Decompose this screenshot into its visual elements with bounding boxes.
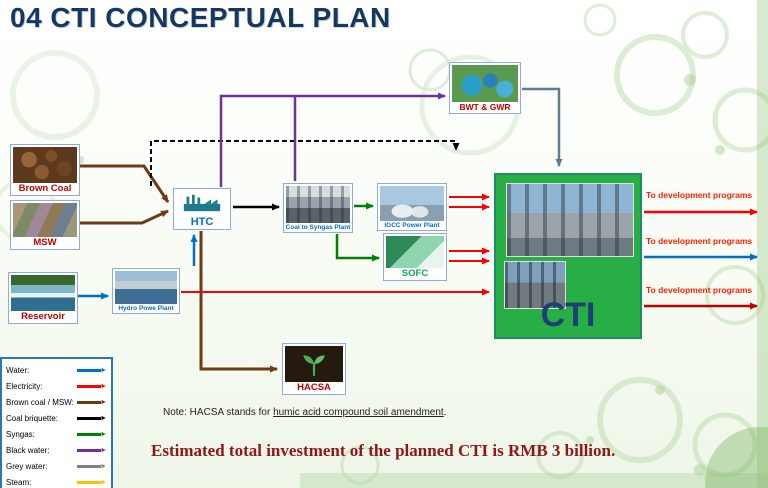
- arrow-syngas-to-sofc: [335, 234, 380, 262]
- arrowhead-icon: ►: [100, 431, 107, 438]
- node-label: BWT & GWR: [450, 101, 520, 113]
- legend-line: [77, 449, 102, 452]
- note-underlined: humic acid compound soil amendment: [273, 407, 444, 418]
- arrow-msw-to-htc: [80, 209, 169, 225]
- node-label: HACSA: [283, 381, 345, 394]
- node-label: Reservoir: [9, 310, 77, 323]
- legend-item-brown-coal-msw: Brown coal / MSW: ►: [6, 398, 107, 407]
- legend-item-grey-water: Grey water: ►: [6, 462, 107, 471]
- cti-label: CTI: [540, 296, 596, 334]
- arrow-bwt-to-cti-greywater: [522, 87, 563, 167]
- legend-item-coal-briquette: Coal briquette: ►: [6, 414, 107, 423]
- legend-line: [77, 369, 102, 372]
- note-suffix: .: [443, 407, 447, 418]
- node-label: MSW: [11, 236, 79, 249]
- output-label-2: To development programs: [646, 236, 753, 246]
- cti-plant-image: [506, 183, 634, 257]
- arrow-htc-to-hacsa: [199, 231, 278, 373]
- node-hydro-power-plant: Hydro Powe Plant: [112, 268, 180, 314]
- arrowhead-icon: ►: [100, 463, 107, 470]
- node-bwt-gwr: BWT & GWR: [449, 62, 521, 114]
- arrowhead-icon: ►: [100, 415, 107, 422]
- node-label: Brown Coal: [11, 182, 79, 195]
- node-label: IGCC Power Plant: [378, 220, 446, 230]
- legend-item-steam: Steam: ►: [6, 478, 107, 487]
- arrowhead-icon: ►: [100, 447, 107, 454]
- factory-icon: [176, 191, 228, 215]
- legend-item-syngas: Syngas: ►: [6, 430, 107, 439]
- node-htc: HTC: [173, 188, 231, 230]
- legend-line: [77, 481, 102, 484]
- arrowhead-icon: ►: [100, 383, 107, 390]
- arrow-coal-briquette-dashed: [150, 140, 460, 186]
- arrow-blackwater-to-bwt: [219, 92, 446, 187]
- node-brown-coal: Brown Coal: [10, 144, 80, 196]
- msw-image: [13, 203, 77, 237]
- arrowhead-icon: ►: [100, 399, 107, 406]
- legend-line: [77, 401, 102, 404]
- node-reservoir: Reservoir: [8, 272, 78, 324]
- arrowhead-icon: ►: [100, 367, 107, 374]
- syngas-plant-image: [286, 186, 350, 223]
- node-label: SOFC: [384, 267, 446, 280]
- investment-statement: Estimated total investment of the planne…: [151, 441, 616, 460]
- node-hacsa: HACSA: [282, 343, 346, 395]
- node-sofc: SOFC: [383, 233, 447, 281]
- legend: Water: ► Electricity: ► Brown coal / MSW…: [0, 357, 113, 488]
- legend-item-black-water: Black water: ►: [6, 446, 107, 455]
- arrowhead-icon: ►: [100, 479, 107, 486]
- hacsa-note: Note: HACSA stands for humic acid compou…: [163, 407, 447, 418]
- node-coal-to-syngas-plant: Coal to Syngas Plant: [283, 183, 353, 233]
- note-prefix: Note: HACSA stands for: [163, 407, 274, 418]
- node-label: HTC: [174, 214, 230, 229]
- legend-item-water: Water: ►: [6, 366, 107, 375]
- legend-line: [77, 385, 102, 388]
- page-title: 04 CTI CONCEPTUAL PLAN: [10, 2, 391, 33]
- node-cti: CTI: [494, 173, 642, 339]
- output-label-3: To development programs: [646, 285, 753, 295]
- legend-item-electricity: Electricity: ►: [6, 382, 107, 391]
- igcc-plant-image: [380, 186, 444, 221]
- output-label-1: To development programs: [646, 190, 753, 200]
- cti-plant-image-2: [504, 261, 566, 309]
- node-igcc-power-plant: IGCC Power Plant: [377, 183, 447, 231]
- legend-line: [77, 433, 102, 436]
- node-label: Coal to Syngas Plant: [284, 222, 352, 232]
- sofc-image: [386, 236, 444, 268]
- water-treatment-image: [452, 65, 518, 102]
- sprout-icon: [285, 346, 343, 382]
- brown-coal-image: [13, 147, 77, 183]
- arrow-brown-coal-to-htc: [80, 164, 170, 203]
- node-msw: MSW: [10, 200, 80, 250]
- reservoir-image: [11, 275, 75, 311]
- legend-line: [77, 465, 102, 468]
- hydro-plant-image: [115, 271, 177, 304]
- legend-line: [77, 417, 102, 420]
- node-label: Hydro Powe Plant: [113, 303, 179, 313]
